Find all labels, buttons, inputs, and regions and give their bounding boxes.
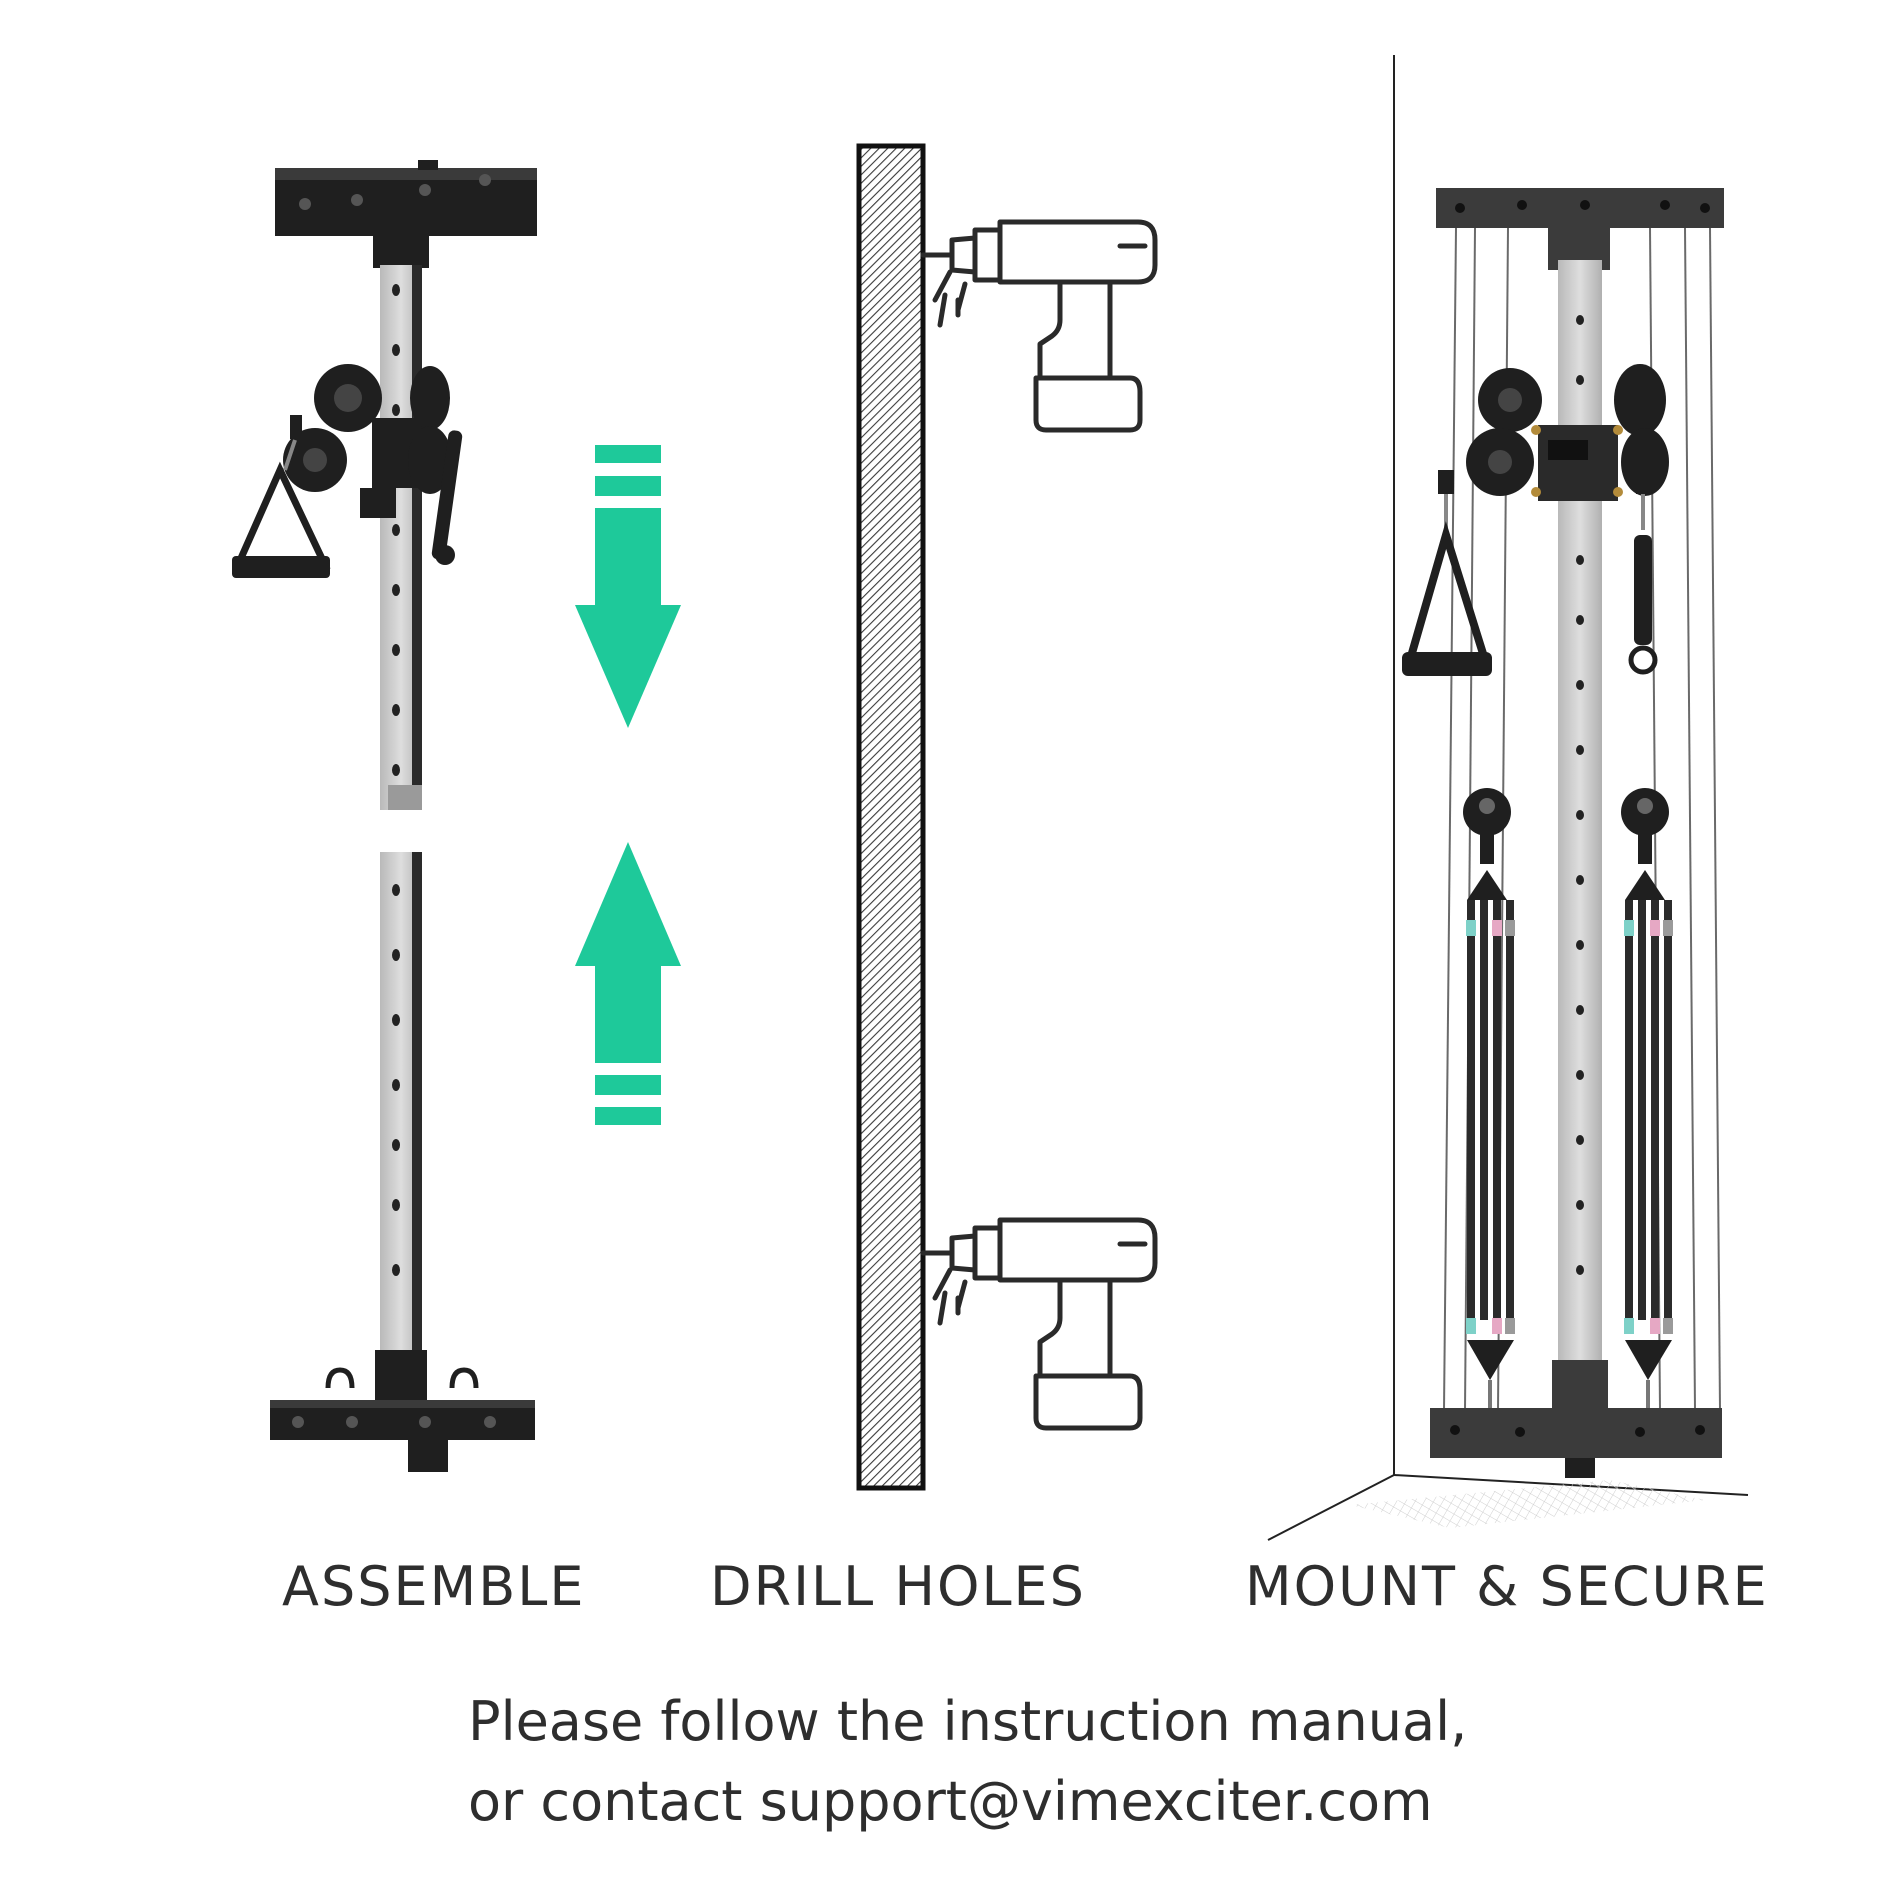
pulley-carriage <box>283 364 463 565</box>
step-label-mount-secure: MOUNT & SECURE <box>1245 1555 1769 1618</box>
upright-holes-upper <box>392 284 400 776</box>
handle-attachment <box>232 415 331 578</box>
wall-icon <box>856 143 926 1491</box>
support-contact-line: or contact support@vimexciter.com <box>468 1770 1433 1833</box>
drill-icon <box>920 219 1158 433</box>
lower-pulley-right <box>1621 788 1669 864</box>
step-label-assemble: ASSEMBLE <box>282 1555 586 1618</box>
drill-holes-illustration <box>856 143 1158 1491</box>
resistance-bands-left <box>1466 870 1515 1410</box>
lower-pulley-left <box>1463 788 1511 864</box>
arrow-down-icon <box>575 445 681 728</box>
instruction-note-line-1: Please follow the instruction manual, <box>468 1690 1468 1753</box>
drill-icon <box>920 1217 1158 1431</box>
upright-holes-lower <box>392 884 400 1276</box>
mount-secure-illustration <box>1267 55 1749 1541</box>
mounted-handle <box>1402 470 1492 676</box>
mounted-top-bar <box>1436 188 1724 228</box>
mounted-strap <box>1628 470 1658 675</box>
resistance-bands-right <box>1624 870 1673 1410</box>
mounted-bottom-bar <box>1430 1408 1722 1458</box>
assemble-illustration <box>232 160 537 1472</box>
step-label-drill-holes: DRILL HOLES <box>710 1555 1086 1618</box>
arrow-up-icon <box>575 842 681 1125</box>
mounted-pulley-carriage <box>1466 364 1669 501</box>
